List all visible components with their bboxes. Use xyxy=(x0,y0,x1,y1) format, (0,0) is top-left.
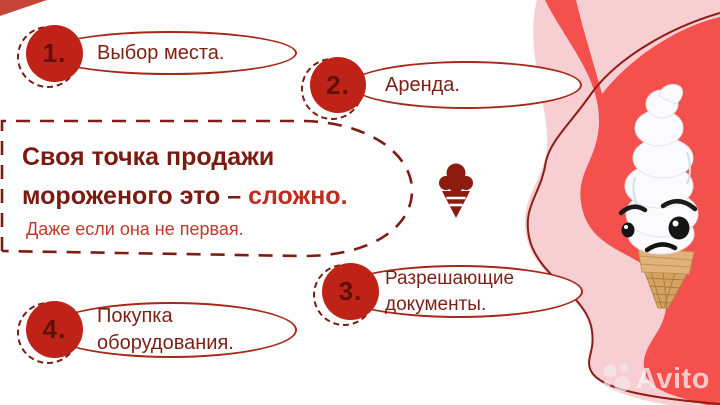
step-number: 4. xyxy=(42,314,67,344)
headline-subtitle: Даже если она не первая. xyxy=(26,219,244,239)
sad-ice-cream-mascot xyxy=(618,83,699,309)
headline-line1: Своя точка продажи xyxy=(22,143,275,171)
step-number-badge: 4. xyxy=(26,301,83,358)
step-label: Аренда. xyxy=(385,73,460,96)
headline-highlight: сложно. xyxy=(248,182,348,210)
step-number-badge: 3. xyxy=(322,263,379,320)
step-number: 2. xyxy=(326,69,350,100)
step-oval xyxy=(45,302,297,358)
avito-logo-icon xyxy=(603,363,630,392)
step-label: Выбор места. xyxy=(97,41,225,64)
step-number-badge: 2. xyxy=(310,57,366,113)
avito-wordmark: Avito xyxy=(636,362,710,395)
wave-outline xyxy=(526,12,720,405)
step-number: 3. xyxy=(338,276,363,306)
ice-cream-cone-icon xyxy=(439,163,473,218)
headline-line2: мороженого это – сложно. xyxy=(22,182,348,210)
swirl-body xyxy=(624,83,699,255)
corner-accent xyxy=(0,0,47,16)
headline-block: Своя точка продажи мороженого это – слож… xyxy=(22,138,348,216)
step-oval xyxy=(43,31,297,75)
avito-watermark: Avito xyxy=(598,360,710,398)
sad-face xyxy=(618,199,698,253)
step-number: 1. xyxy=(42,38,67,68)
step-number-badge: 1. xyxy=(26,25,83,82)
